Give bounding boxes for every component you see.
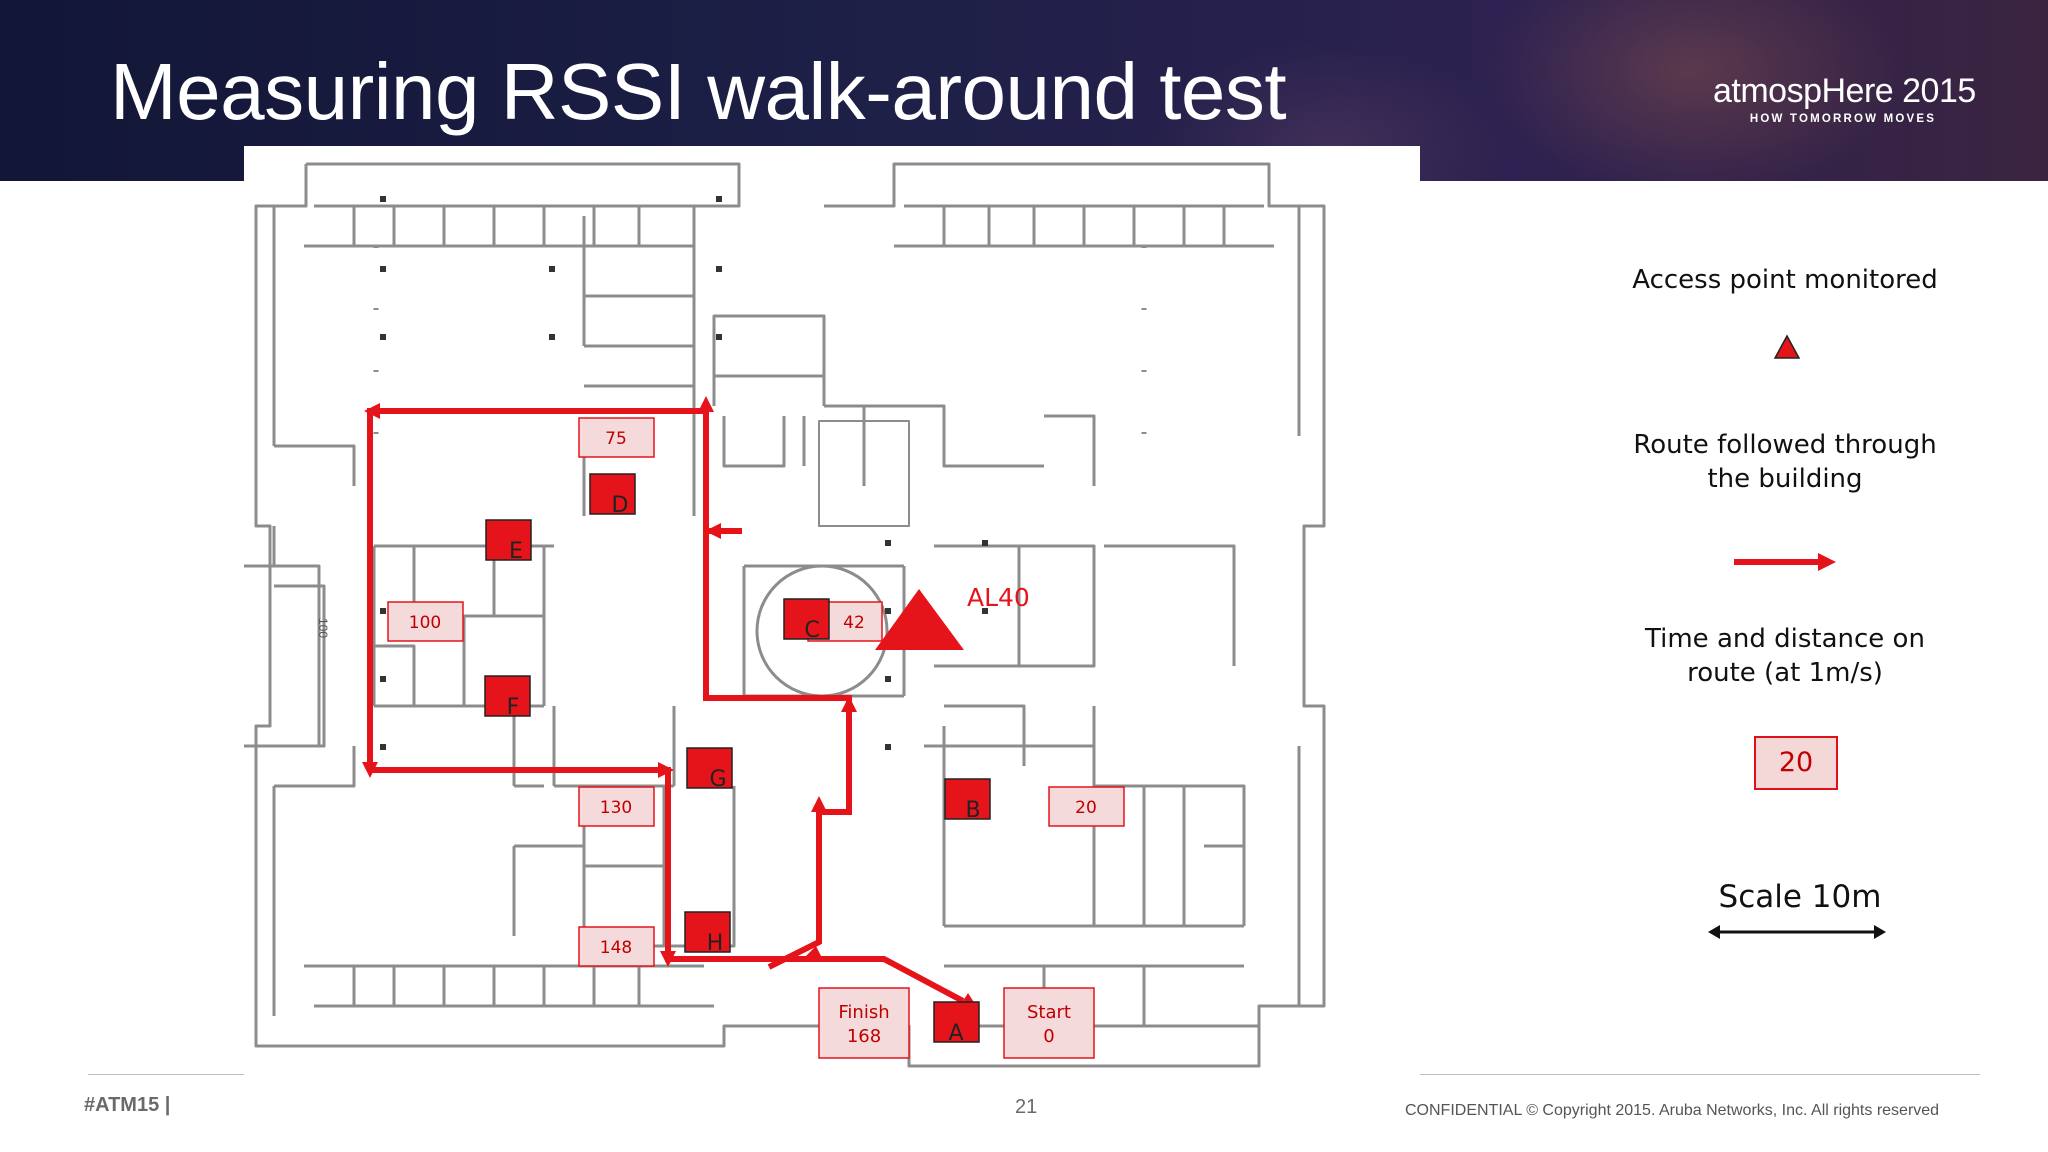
structural-columns bbox=[380, 196, 988, 750]
time-label-148: 148 bbox=[600, 938, 632, 958]
time-label-130: 130 bbox=[600, 798, 632, 818]
route-arrow bbox=[364, 403, 380, 419]
finish-label: Finish bbox=[838, 1002, 889, 1023]
legend-route-arrow-icon bbox=[1734, 553, 1836, 571]
route-arrow bbox=[698, 396, 714, 412]
legend-scale: Scale 10m bbox=[1718, 879, 1882, 915]
logo-tagline: HOW TOMORROW MOVES bbox=[1749, 113, 1937, 125]
checkpoint-f: F bbox=[484, 675, 531, 720]
time-label-42: 42 bbox=[843, 613, 865, 633]
route-arrow bbox=[660, 951, 676, 967]
checkpoint-c-label: C bbox=[804, 618, 819, 643]
checkpoint-d: D bbox=[589, 473, 636, 518]
legend-route: Route followed through the building bbox=[1633, 430, 1937, 494]
time-label-20: 20 bbox=[1075, 798, 1097, 818]
start-time: 0 bbox=[1043, 1026, 1054, 1047]
legend-time-example: 20 bbox=[1754, 736, 1838, 790]
route-arrow bbox=[804, 946, 824, 962]
checkpoint-a: A bbox=[933, 1001, 980, 1046]
footer-divider-left bbox=[88, 1074, 244, 1075]
checkpoint-e-label: E bbox=[509, 539, 523, 564]
route-arrow bbox=[362, 762, 378, 778]
checkpoint-g-label: G bbox=[709, 767, 726, 792]
access-point-label: AL40 bbox=[967, 583, 1030, 612]
checkpoint-e: E bbox=[485, 519, 532, 564]
logo-text: atmospHere 2015 bbox=[1713, 72, 1976, 110]
legend-access-point: Access point monitored bbox=[1632, 265, 1938, 295]
wing-label: 100 bbox=[316, 618, 330, 638]
checkpoint-d-label: D bbox=[612, 493, 629, 518]
checkpoint-h-label: H bbox=[707, 931, 724, 956]
checkpoint-f-label: F bbox=[507, 695, 520, 720]
checkpoint-a-label: A bbox=[948, 1021, 963, 1046]
footer-copyright: CONFIDENTIAL © Copyright 2015. Aruba Net… bbox=[1405, 1102, 1940, 1119]
finish-time: 168 bbox=[847, 1026, 881, 1047]
legend-time-distance: Time and distance on route (at 1m/s) bbox=[1645, 624, 1925, 688]
legend-ap-triangle-icon bbox=[1773, 334, 1801, 359]
start-label: Start bbox=[1027, 1002, 1071, 1023]
route-arrow bbox=[841, 696, 857, 712]
route-arrow bbox=[705, 523, 721, 539]
time-label-75: 75 bbox=[605, 429, 627, 449]
checkpoint-c: C bbox=[783, 598, 830, 643]
time-label-100: 100 bbox=[409, 613, 441, 633]
slide-title: Measuring RSSI walk-around test bbox=[110, 47, 1287, 136]
floor-plan: 100 AL40 75 100 42 130 20 148 bbox=[244, 146, 1420, 1080]
route-arrow bbox=[811, 796, 827, 812]
header-glow bbox=[1480, 0, 1900, 181]
page-number: 21 bbox=[1015, 1096, 1038, 1118]
scale-bar-icon bbox=[1708, 925, 1886, 939]
route-arrow bbox=[658, 762, 674, 778]
footer-divider-right bbox=[1420, 1074, 1980, 1075]
atmosphere-logo: atmospHere 2015 HOW TOMORROW MOVES bbox=[1713, 72, 1976, 125]
checkpoint-h: H bbox=[684, 911, 731, 956]
access-point-triangle bbox=[875, 589, 964, 650]
route-time-labels: 75 100 42 130 20 148 Finish 168 Start 0 bbox=[387, 417, 1125, 1059]
checkpoint-b: B bbox=[944, 778, 991, 823]
route-arrowheads bbox=[362, 396, 977, 1007]
checkpoint-g: G bbox=[686, 747, 733, 792]
footer-hashtag: #ATM15 | bbox=[84, 1094, 171, 1116]
checkpoint-markers: A B C D E F G H bbox=[484, 473, 991, 1046]
checkpoint-b-label: B bbox=[965, 798, 980, 823]
